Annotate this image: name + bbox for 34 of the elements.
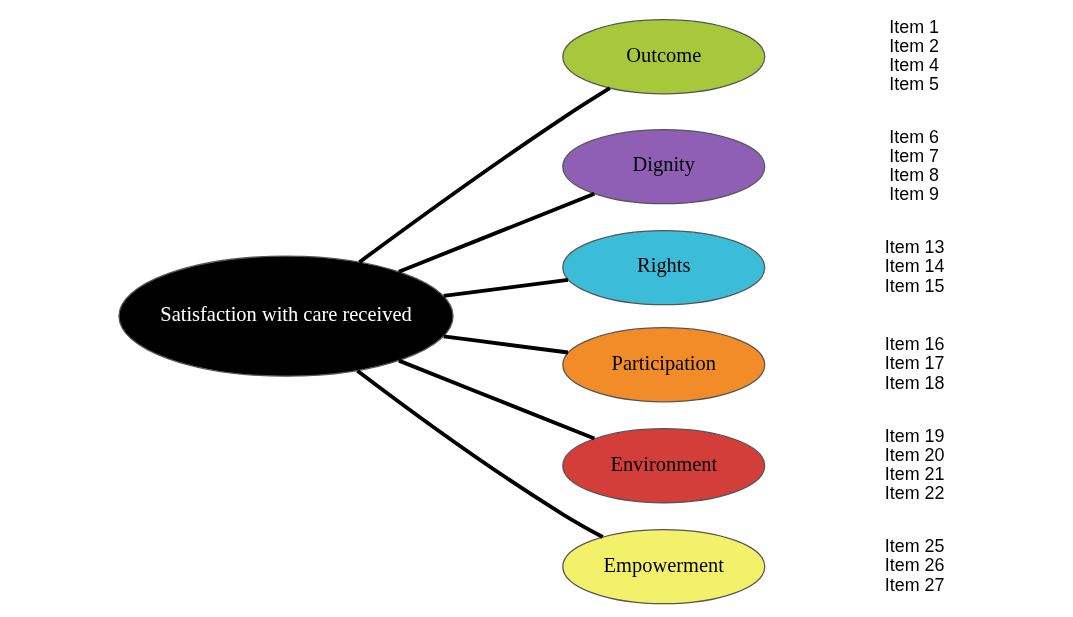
node-label: Item 26 bbox=[884, 555, 945, 576]
node-label: Item 2 bbox=[889, 35, 940, 56]
node-label: Item 7 bbox=[889, 145, 940, 166]
node-label: Item 21 bbox=[884, 464, 945, 485]
node-label: Item 19 bbox=[884, 425, 945, 446]
node-label: Item 16 bbox=[884, 334, 945, 355]
node-label: Item 4 bbox=[889, 55, 940, 76]
node-label: Item 17 bbox=[884, 353, 945, 374]
node-ellipse: Satisfaction with care received bbox=[118, 255, 454, 377]
node-label: Item 20 bbox=[884, 444, 945, 465]
node-label: Item 14 bbox=[884, 256, 945, 277]
node-ellipse: Rights bbox=[562, 229, 766, 306]
connector bbox=[443, 277, 569, 298]
node-ellipse: Dignity bbox=[562, 128, 766, 205]
node-label: Item 1 bbox=[889, 16, 940, 37]
node-label: Item 9 bbox=[889, 184, 940, 205]
node-label: Item 5 bbox=[889, 74, 940, 95]
node-label: Item 8 bbox=[889, 164, 940, 185]
connector bbox=[398, 192, 596, 274]
connector bbox=[356, 369, 604, 539]
node-ellipse: Empowerment bbox=[562, 528, 766, 605]
node-ellipse: Outcome bbox=[562, 19, 766, 95]
node-label: Item 22 bbox=[884, 483, 945, 504]
node-label: Item 6 bbox=[889, 126, 940, 147]
node-label: Item 13 bbox=[884, 237, 945, 258]
node-label: Item 15 bbox=[884, 275, 945, 296]
connector bbox=[358, 86, 611, 264]
node-label: Item 25 bbox=[884, 536, 945, 557]
node-label: Item 27 bbox=[884, 574, 945, 595]
node-label: Item 18 bbox=[884, 372, 945, 393]
connector bbox=[443, 334, 569, 355]
connector bbox=[398, 358, 596, 441]
node-ellipse: Participation bbox=[562, 327, 766, 403]
node-ellipse: Environment bbox=[562, 428, 766, 504]
